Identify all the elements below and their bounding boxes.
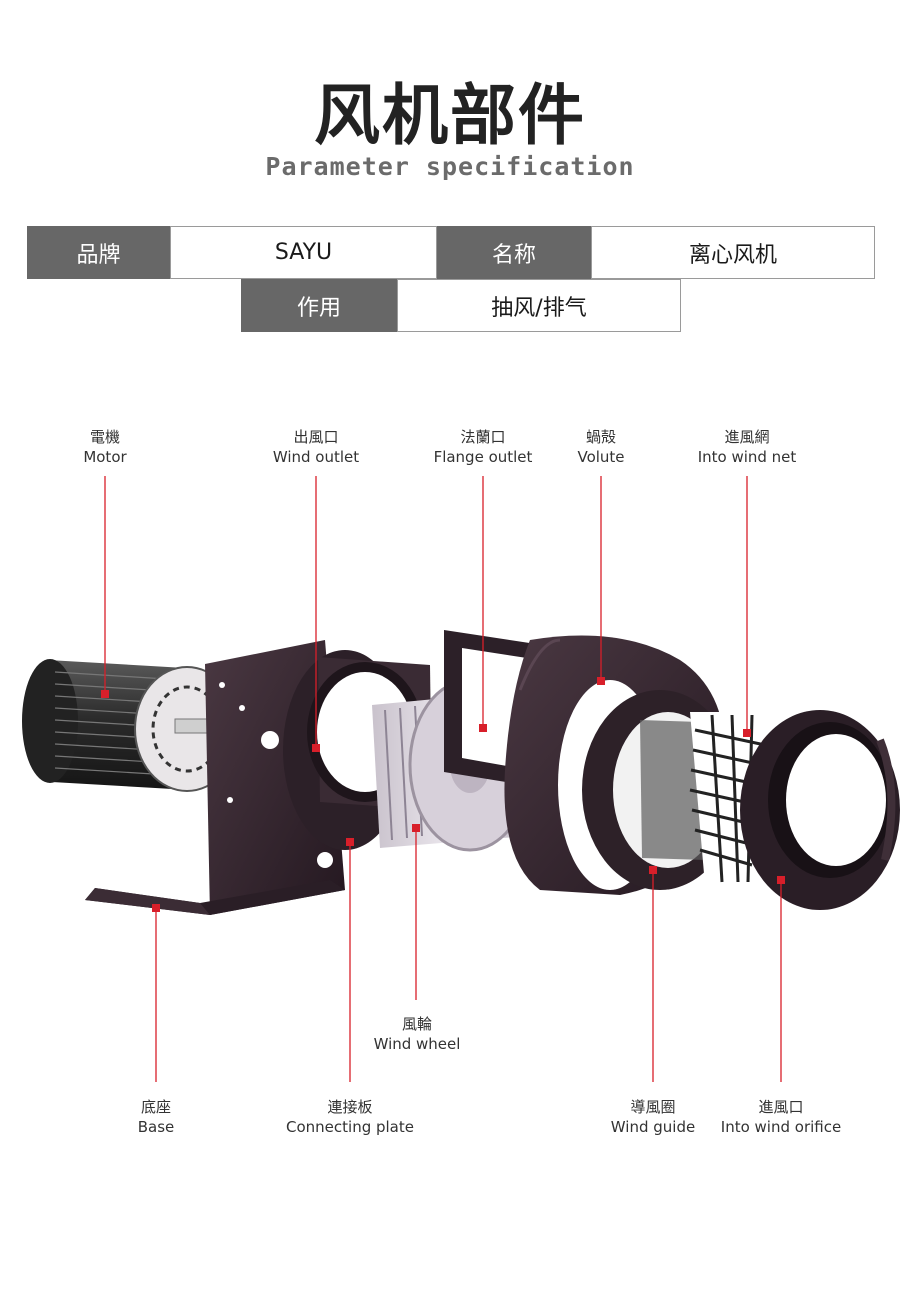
- name-value: 离心风机: [591, 226, 875, 279]
- use-key: 作用: [241, 279, 397, 332]
- brand-value: SAYU: [170, 226, 437, 279]
- wind-orifice-part: [740, 710, 900, 910]
- name-key: 名称: [437, 226, 591, 279]
- page-subtitle: Parameter specification: [265, 152, 635, 181]
- brand-key: 品牌: [27, 226, 170, 279]
- page-title: 风机部件: [314, 77, 586, 154]
- use-value: 抽风/排气: [397, 279, 681, 332]
